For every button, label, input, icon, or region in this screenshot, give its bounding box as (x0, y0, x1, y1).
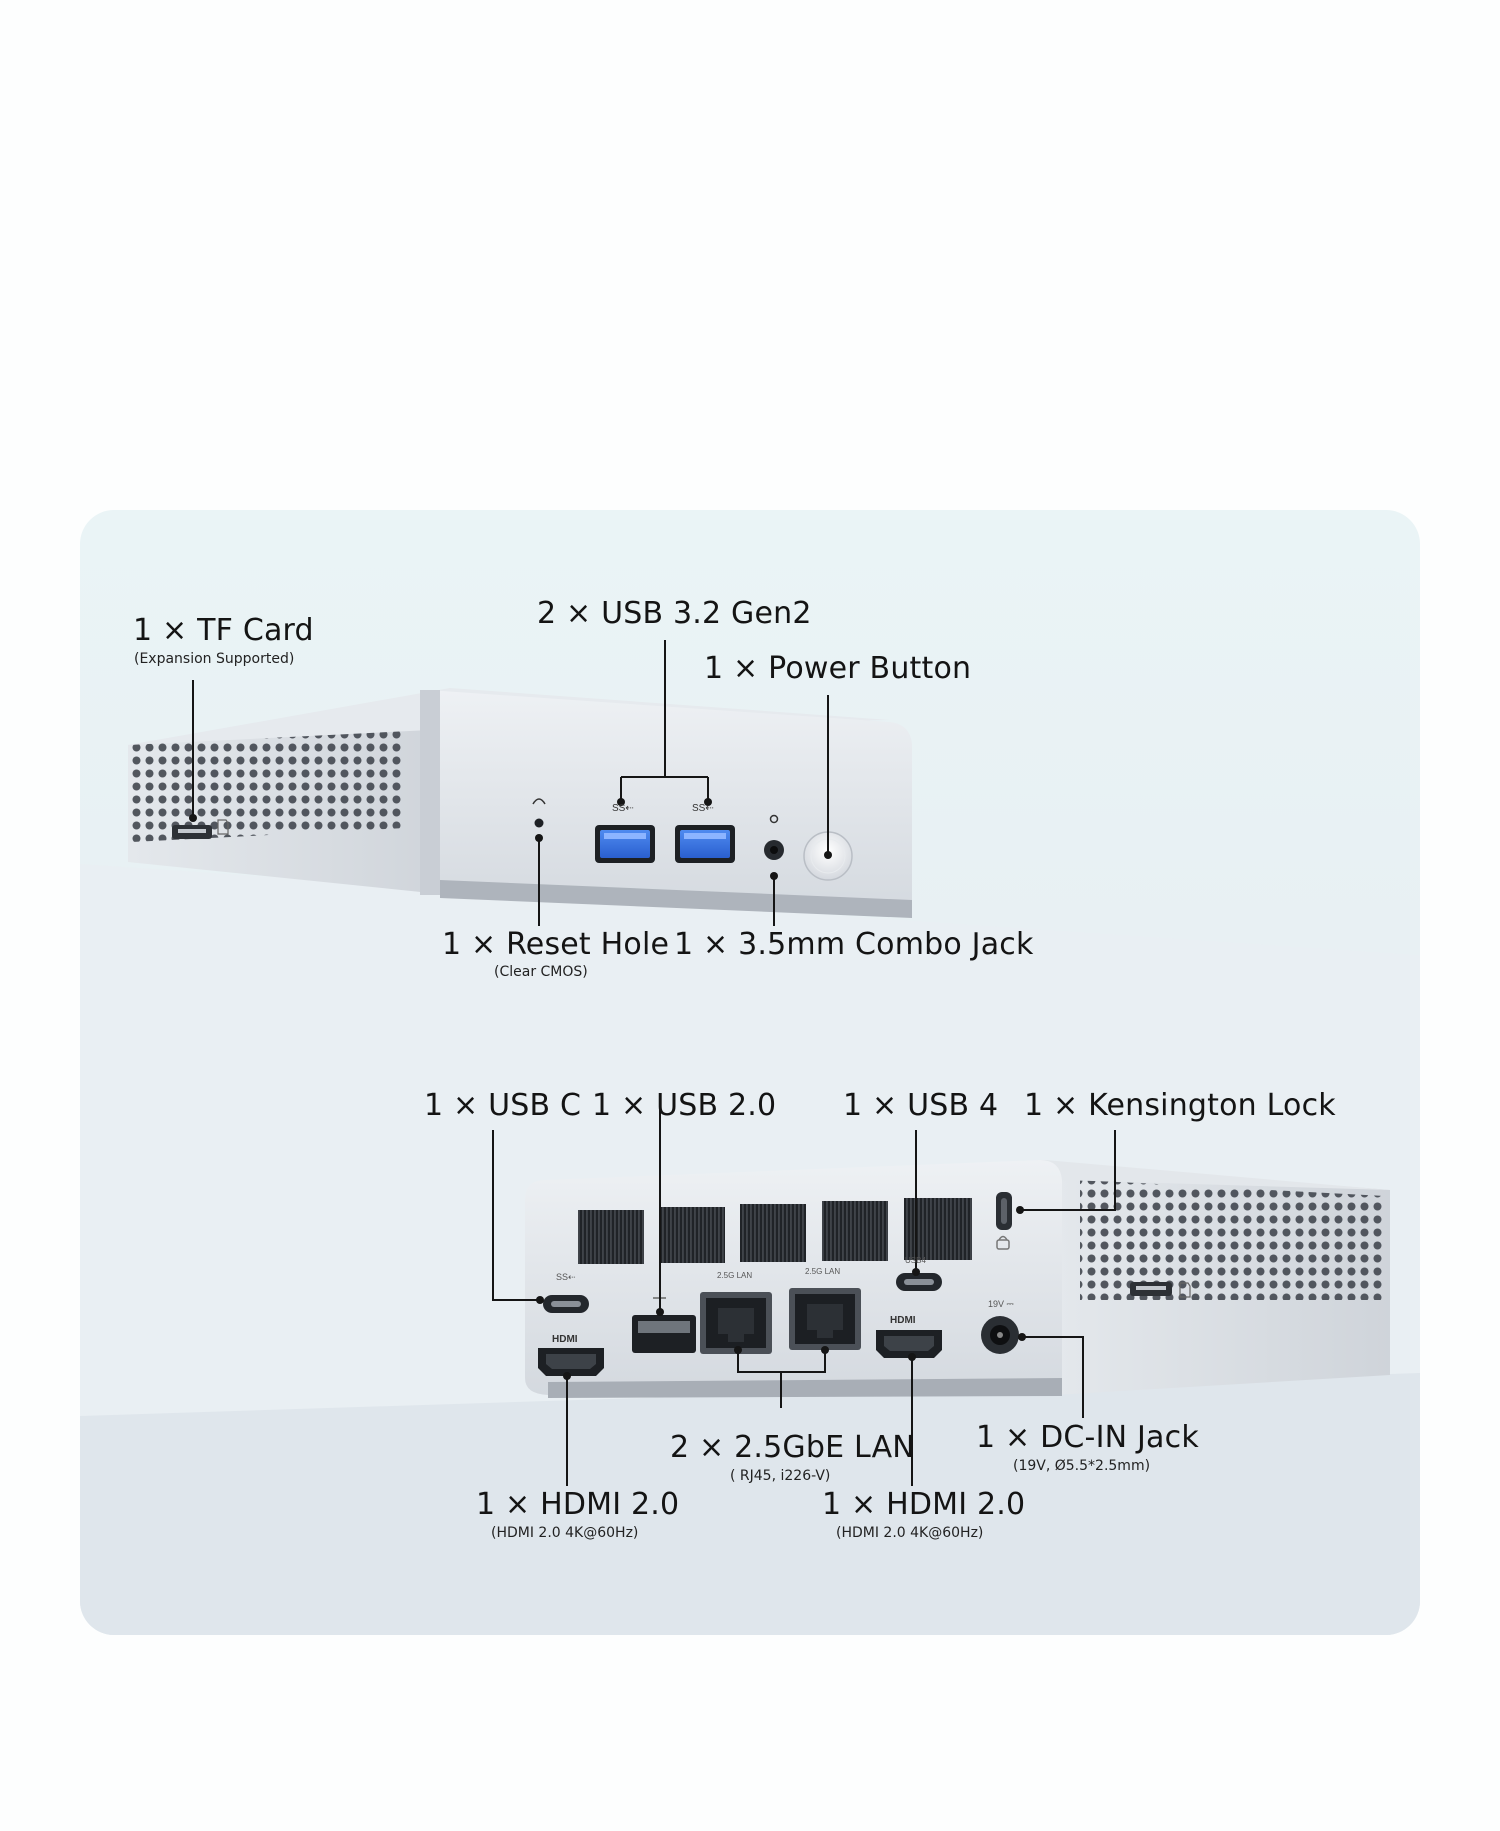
usb32-label: 2 × USB 3.2 Gen2 (537, 596, 812, 631)
reset-hole (532, 798, 546, 828)
combo-jack (764, 814, 784, 860)
lan-mark-2: 2.5G LAN (805, 1267, 840, 1276)
tf-card-slot (172, 819, 229, 839)
usb-20-label: 1 × USB 2.0 (592, 1088, 777, 1123)
front-device (128, 688, 912, 918)
hdmi-2-sub: (HDMI 2.0 4K@60Hz) (836, 1525, 984, 1541)
dc-in-sub: (19V, Ø5.5*2.5mm) (1013, 1458, 1151, 1474)
hdmi-1-label: 1 × HDMI 2.0 (476, 1487, 680, 1522)
kensington-lock-slot (996, 1192, 1012, 1250)
ss-mark-1: SS⇠ (612, 803, 634, 814)
v19-mark: 19V ⎓ (988, 1299, 1014, 1309)
usb-32-port-1 (595, 825, 655, 863)
hdmi-port-1 (538, 1348, 604, 1376)
hdmi-1-sub: (HDMI 2.0 4K@60Hz) (491, 1525, 639, 1541)
usb4-mark: USB4 (905, 1256, 926, 1265)
hdmi-port-2 (876, 1330, 942, 1358)
lan-port-1 (700, 1292, 772, 1354)
hdmi-2-label: 1 × HDMI 2.0 (822, 1487, 1026, 1522)
reset-hole-label: 1 × Reset Hole (442, 927, 670, 962)
usb4-port (896, 1273, 942, 1291)
combo-jack-label: 1 × 3.5mm Combo Jack (674, 927, 1034, 962)
lan-port-2 (789, 1288, 861, 1350)
back-device (525, 1160, 1390, 1398)
ss-mark-2: SS⇠ (692, 803, 714, 814)
hdmi-mark-1: HDMI (552, 1334, 578, 1345)
kensington-label: 1 × Kensington Lock (1024, 1088, 1336, 1123)
usb-c-label: 1 × USB C (424, 1088, 582, 1123)
tf-card-sub: (Expansion Supported) (134, 651, 295, 667)
hdmi-mark-2: HDMI (890, 1315, 916, 1326)
usb4-label: 1 × USB 4 (843, 1088, 999, 1123)
leader-dots (189, 798, 1026, 1380)
leader-lines (192, 640, 1116, 1486)
lan-sub: ( RJ45, i226-V) (730, 1468, 831, 1484)
dc-in-label: 1 × DC-IN Jack (976, 1420, 1199, 1455)
usb-20-port (632, 1297, 696, 1353)
lan-mark-1: 2.5G LAN (717, 1271, 752, 1280)
usb-32-port-2 (675, 825, 735, 863)
power-button-label: 1 × Power Button (704, 651, 972, 686)
lan-label: 2 × 2.5GbE LAN (670, 1430, 915, 1465)
dc-in-jack (981, 1316, 1019, 1354)
reset-hole-sub: (Clear CMOS) (494, 964, 588, 980)
ss-mark-back: SS⇠ (556, 1272, 576, 1282)
usb-c-port (543, 1295, 589, 1313)
tf-card-label: 1 × TF Card (133, 613, 314, 648)
